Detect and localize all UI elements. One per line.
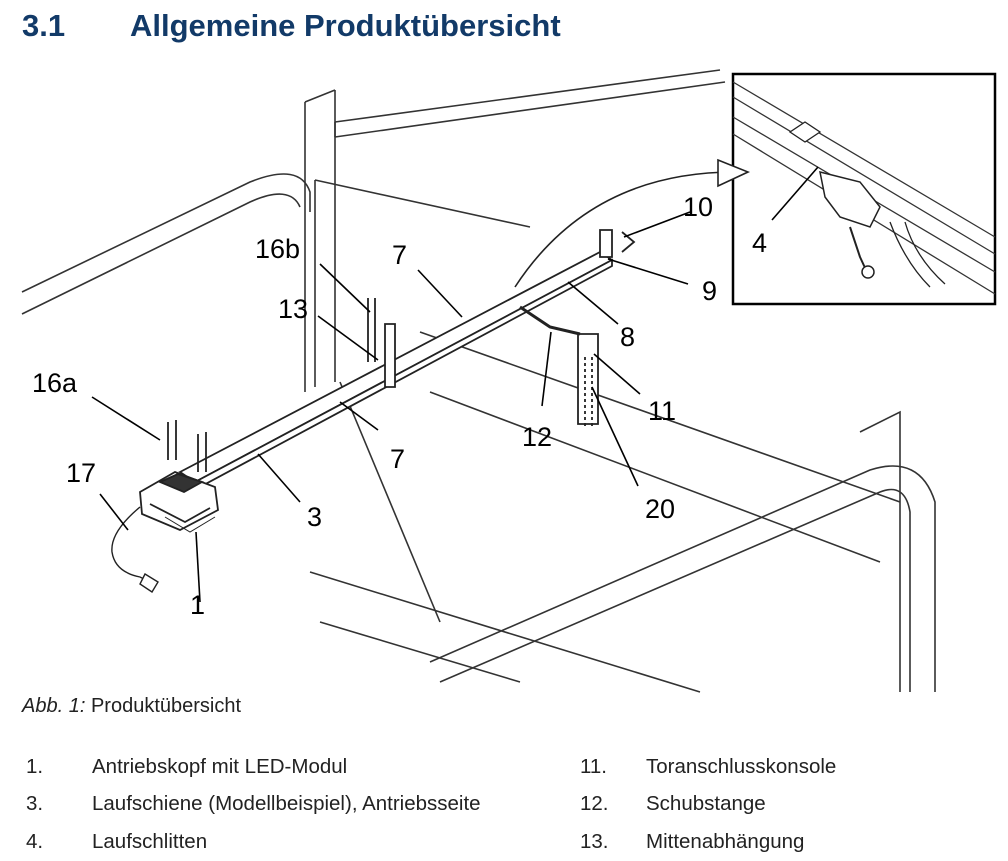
callout-7-lower: 7 [390,444,405,474]
legend-item: 13. Mittenabhängung [580,830,804,854]
section-number: 3.1 [22,8,66,43]
drive-head-unit [139,471,219,533]
legend-item: 12. Schubstange [580,792,766,816]
callout-12: 12 [522,422,552,452]
callout-13: 13 [278,294,308,324]
section-title: Allgemeine Produktübersicht [130,8,561,43]
legend-item: 3. Laufschiene (Modellbeispiel), Antrieb… [26,792,481,816]
callout-8: 8 [620,322,635,352]
legend-item: 11. Toranschlusskonsole [580,755,836,779]
legend-text: Laufschlitten [92,830,208,853]
garage-structure [21,69,936,693]
power-cable [111,506,151,583]
section-heading: 3.1 Allgemeine Produktübersicht [22,8,561,44]
legend-number: 12. [580,792,609,815]
legend-text: Schubstange [646,792,766,815]
callout-11: 11 [648,396,676,426]
callout-7-upper: 7 [392,240,407,270]
legend-number: 11. [580,755,607,778]
legend-text: Laufschiene (Modellbeispiel), Antriebsse… [92,792,481,815]
callout-9: 9 [702,276,717,306]
legend-number: 3. [26,792,44,815]
callout-leaders [91,166,819,603]
legend-item: 1. Antriebskopf mit LED-Modul [26,755,347,779]
legend-text: Antriebskopf mit LED-Modul [92,755,348,778]
callout-20: 20 [645,494,675,524]
callout-labels: 1 3 4 7 7 8 9 10 11 12 13 16a 16b 17 20 [32,192,767,620]
callout-3: 3 [307,502,322,532]
power-plug [139,573,159,593]
legend-number: 4. [26,830,44,853]
callout-4: 4 [752,228,767,258]
detail-arrowhead [717,158,751,188]
callout-17: 17 [66,458,96,488]
figure-caption: Abb. 1: Produktübersicht [22,695,241,718]
legend-item: 4. Laufschlitten [26,830,207,854]
legend-number: 1. [26,755,44,778]
callout-16b: 16b [255,234,300,264]
detail-arrow [514,171,736,288]
product-overview-figure: 1 3 4 7 7 8 9 10 11 12 13 16a 16b 17 20 [21,69,997,693]
caption-prefix: Abb. 1: [22,695,86,717]
callout-10: 10 [683,192,713,222]
legend-number: 13. [580,830,609,853]
callout-16a: 16a [32,368,78,398]
callout-1: 1 [190,590,205,620]
legend-text: Mittenabhängung [646,830,805,853]
caption-text: Produktübersicht [90,695,242,717]
legend-text: Toranschlusskonsole [646,755,837,778]
detail-inset [731,72,997,306]
